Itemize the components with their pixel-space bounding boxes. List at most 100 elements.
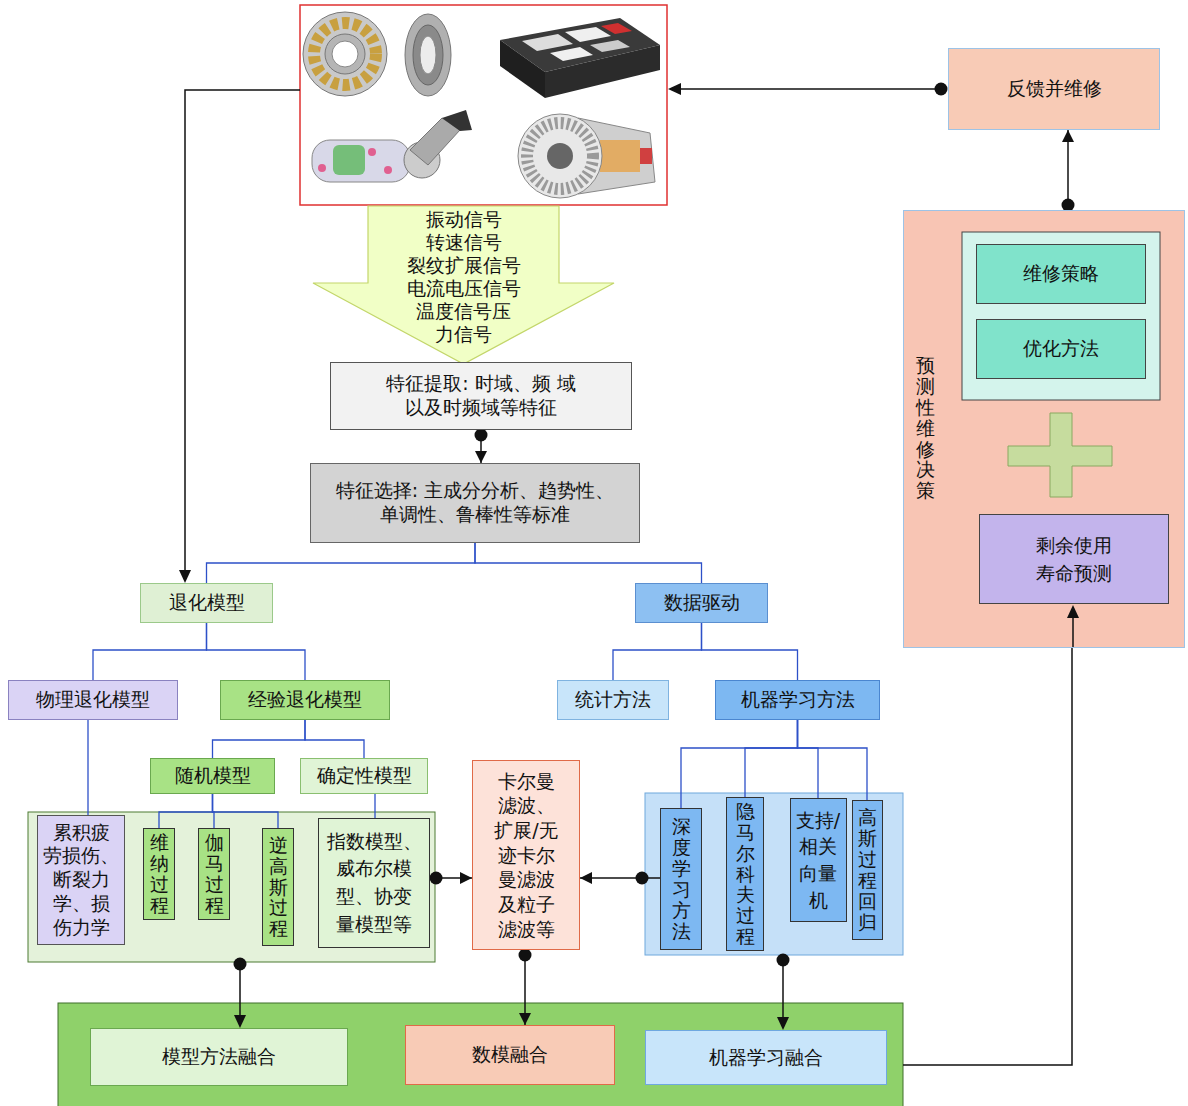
bearing-inner-ring [325, 34, 365, 74]
connector [430, 872, 473, 885]
arrow-head [519, 1013, 531, 1025]
category-box: 机器学习方法 [715, 680, 880, 720]
battery-cell [522, 34, 573, 51]
connector [207, 623, 306, 680]
tapered-bearing [405, 14, 451, 96]
equipment-line [185, 90, 300, 571]
connector [305, 720, 364, 758]
rul-line [1072, 617, 1074, 647]
connector-line [681, 720, 798, 808]
connector [207, 543, 476, 583]
node-label: 确定性模型 [317, 764, 412, 788]
category-box: 经验退化模型 [220, 680, 390, 720]
node-label: 高斯过程回归 [858, 807, 877, 932]
node-label: 物理退化模型 [36, 688, 150, 712]
connector [745, 720, 798, 797]
method-column: 维纳过程 [143, 828, 175, 920]
category-box: 统计方法 [557, 680, 669, 720]
connector [681, 720, 798, 808]
node-label: 预测性维修决策 [916, 355, 935, 501]
method-column: 深度学习方法 [660, 808, 702, 950]
bearing-rollers [314, 23, 376, 85]
connector [159, 794, 213, 828]
action-box: 反馈并维修 [948, 48, 1160, 130]
node-label: 数据驱动 [664, 591, 740, 615]
category-box: 随机模型 [150, 758, 275, 794]
tapered-bearing-bore [420, 36, 436, 74]
connector-dot [636, 872, 649, 885]
fusion-line [239, 964, 241, 1016]
method-box: 指数模型、 威布尔模 型、协变 量模型等 [318, 818, 430, 948]
method-box: 卡尔曼 滤波、 扩展/无 迹卡尔 曼滤波 及粒子 滤波等 [472, 760, 580, 950]
engine-fan-case [518, 114, 602, 198]
equipment-frame [300, 5, 667, 205]
node-label: 维修策略 [1023, 262, 1099, 286]
connector-line [207, 623, 306, 680]
connector-dot [430, 872, 443, 885]
rul-line [903, 646, 1072, 1065]
gearbox-gear [333, 145, 365, 175]
battery-cell [565, 27, 611, 42]
degradation-model-group [28, 812, 435, 962]
method-column: 伽马过程 [198, 828, 230, 920]
process-box: 剩余使用 寿命预测 [979, 514, 1169, 604]
node-label: 随机模型 [175, 764, 251, 788]
category-box: 物理退化模型 [8, 680, 178, 720]
node-label: 退化模型 [169, 591, 245, 615]
node-label: 经验退化模型 [248, 688, 362, 712]
category-box: 退化模型 [140, 583, 273, 623]
fusion-box: 数模融合 [405, 1025, 615, 1085]
connector-line [93, 623, 207, 680]
arrow-head [580, 872, 592, 884]
fusion-line [782, 960, 784, 1018]
bearing-outer-ring [303, 12, 387, 96]
gearbox-marker [368, 148, 376, 156]
engine-spinner [547, 143, 573, 169]
method-column: 高斯过程回归 [852, 800, 883, 940]
bearing-bore [332, 41, 358, 67]
tapered-bearing-race [413, 25, 443, 85]
connector [88, 720, 89, 815]
node-label: 机器学习融合 [709, 1046, 823, 1070]
connector [798, 720, 868, 800]
node-label: 逆高斯过程 [269, 835, 288, 939]
connector-line [87, 720, 88, 815]
connector-line [207, 543, 476, 583]
node-label: 隐马尔科夫过程 [736, 801, 755, 947]
fusion-box: 机器学习融合 [645, 1030, 887, 1085]
node-label: 统计方法 [575, 688, 651, 712]
connector [375, 794, 376, 818]
node-label: 深度学习方法 [672, 816, 691, 941]
category-box: 确定性模型 [300, 758, 428, 794]
gearbox-marker [318, 164, 326, 172]
connector [213, 720, 306, 758]
arrow-outline [313, 206, 614, 364]
battery-cell-red [601, 23, 632, 34]
connector [702, 623, 798, 680]
method-column: 逆高斯过程 [262, 828, 294, 946]
turbine-block [442, 110, 472, 131]
connector [93, 623, 207, 680]
battery-cell [550, 47, 593, 61]
node-label: 剩余使用 寿命预测 [1036, 531, 1112, 588]
process-box: 维修策略 [976, 244, 1146, 304]
category-box: 数据驱动 [635, 583, 768, 623]
connector-line [213, 794, 279, 828]
connector-line [613, 623, 702, 680]
engine-fan-blades [527, 123, 593, 189]
node-label: 卡尔曼 滤波、 扩展/无 迹卡尔 曼滤波 及粒子 滤波等 [494, 769, 557, 942]
connector-line [745, 720, 798, 797]
gearbox-housing [312, 140, 410, 182]
node-label: 伽马过程 [205, 832, 224, 916]
engine-core [600, 140, 640, 172]
arrow-head [179, 570, 191, 583]
feedback-line [680, 88, 941, 90]
arrow-head [777, 1017, 789, 1030]
node-label: 数模融合 [472, 1043, 548, 1067]
arrow-head [460, 872, 472, 884]
arrow-head [234, 1015, 246, 1028]
arrow-head [475, 451, 487, 463]
connector-dot [475, 429, 488, 442]
machine-learning-group [645, 793, 903, 955]
